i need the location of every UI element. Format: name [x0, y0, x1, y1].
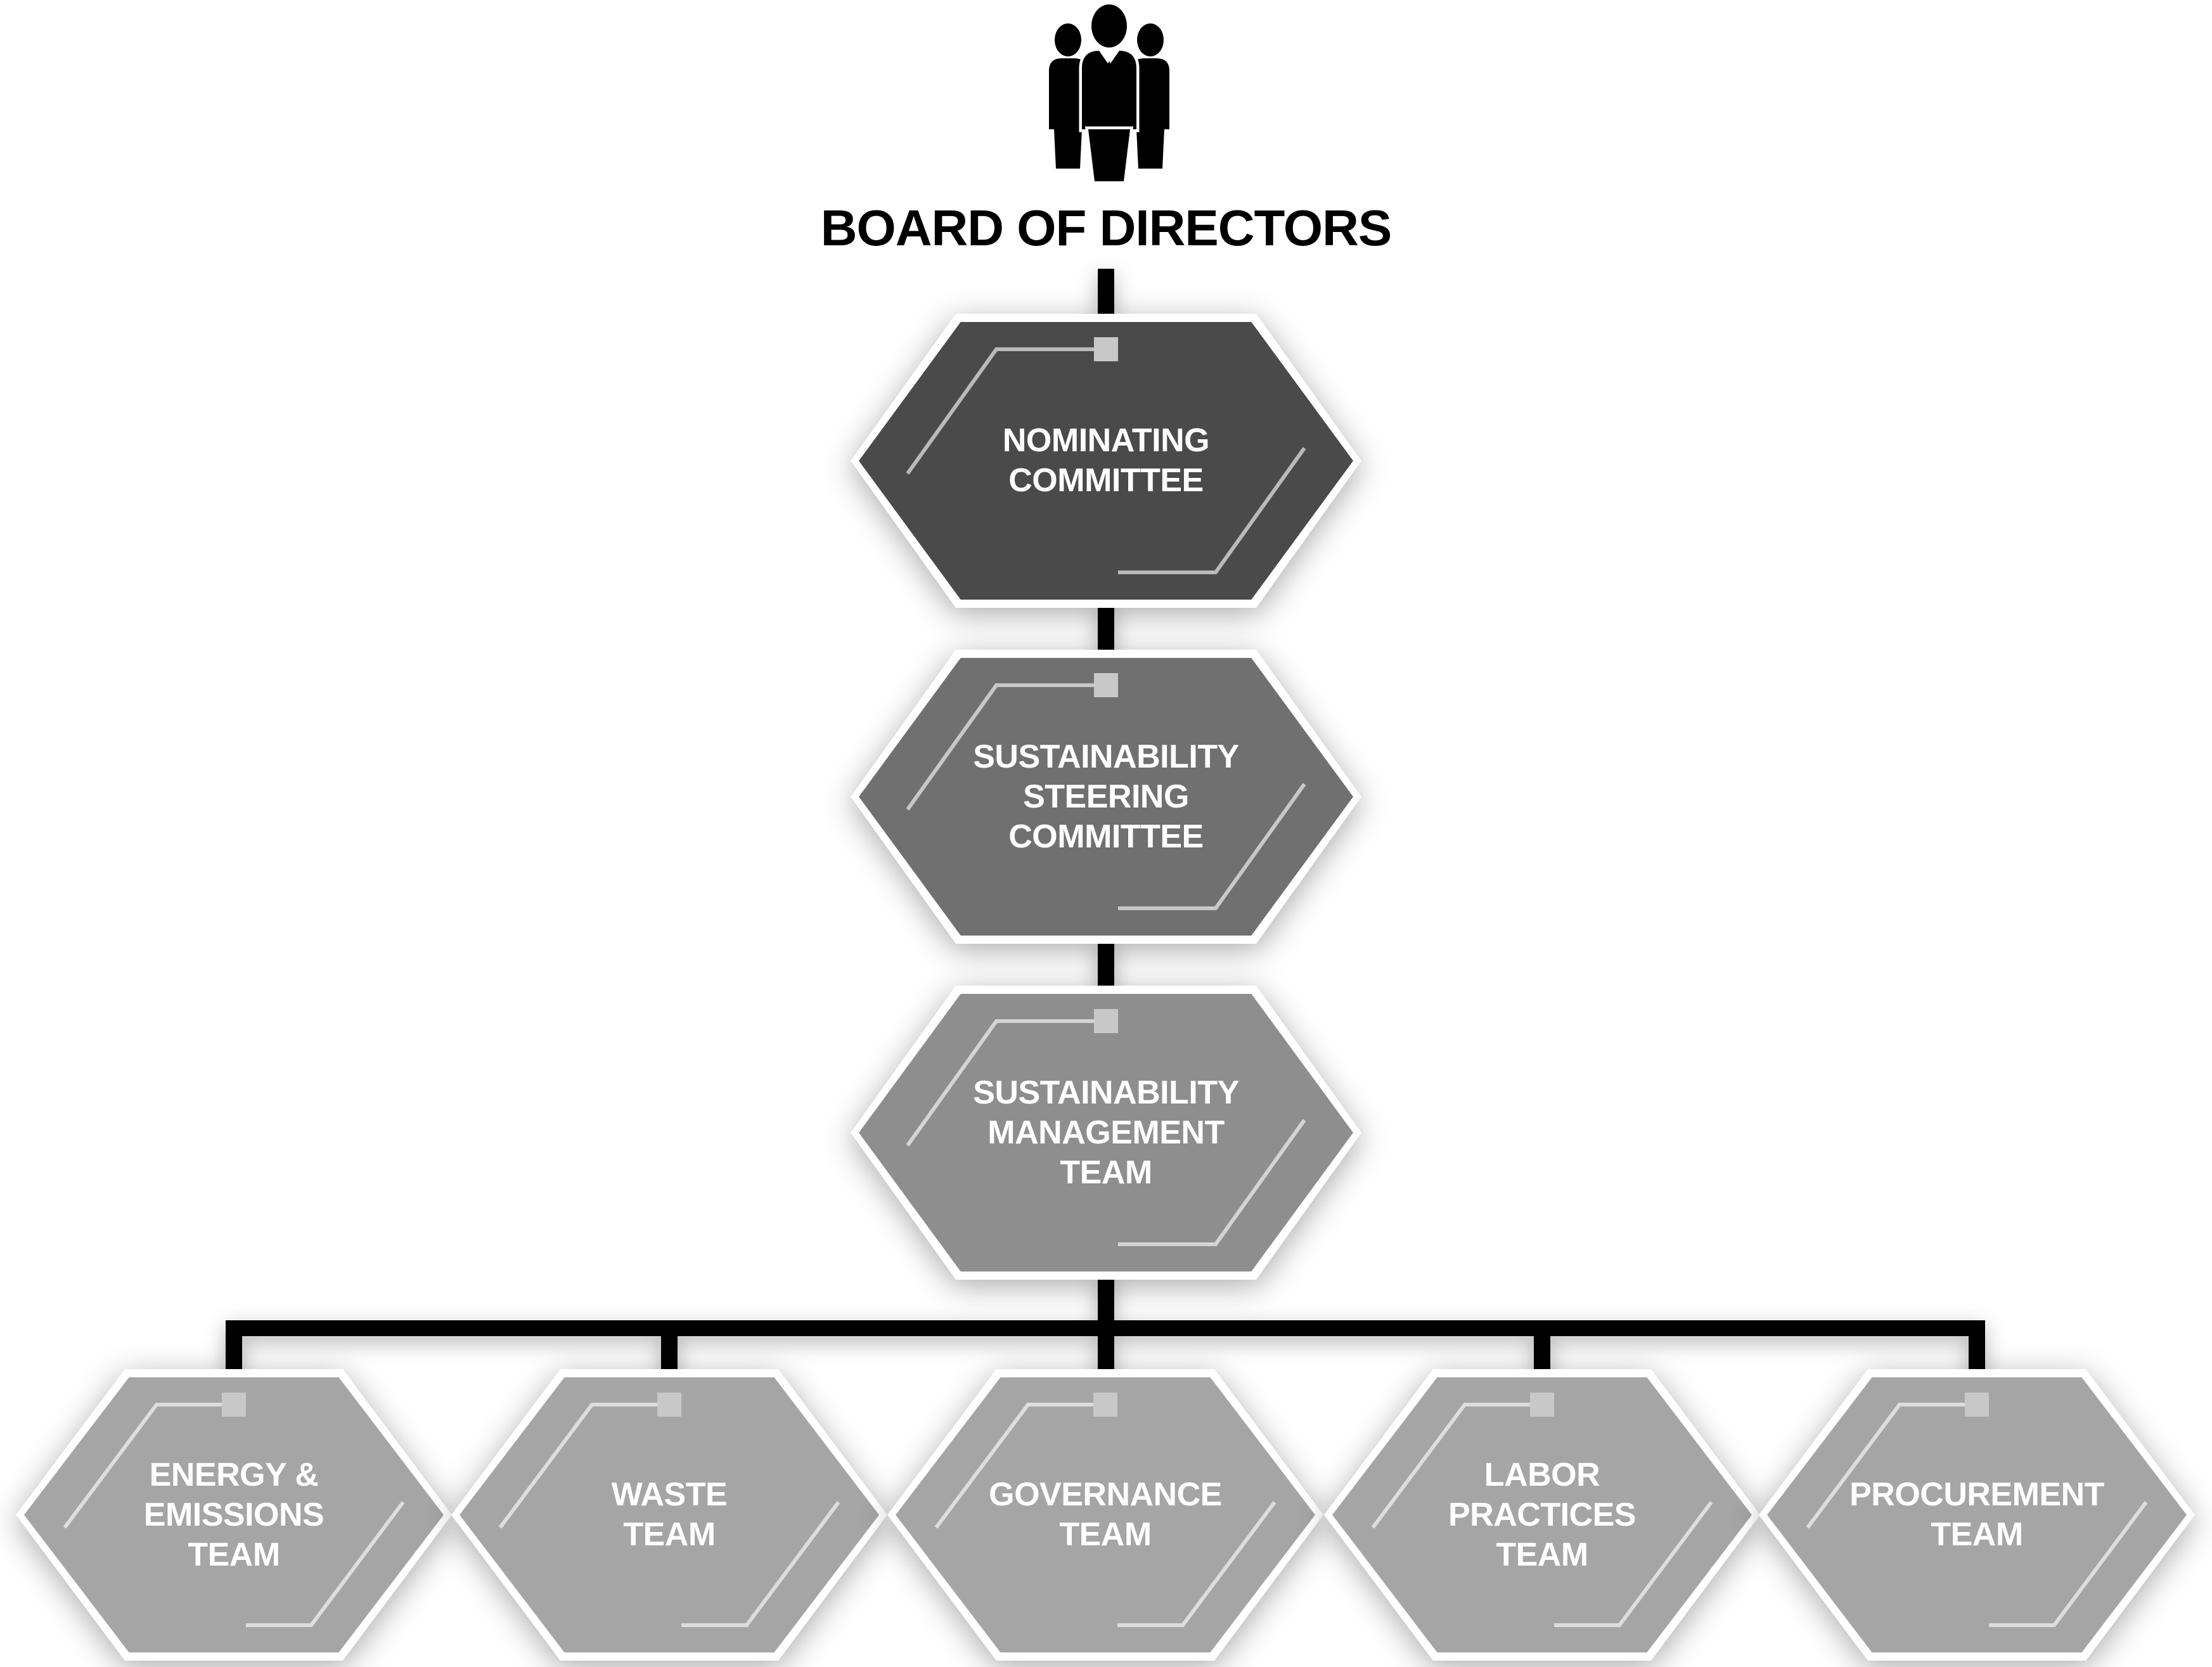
- accent-square: [1094, 1009, 1118, 1033]
- node-label: PROCUREMENT TEAM: [1849, 1476, 2104, 1553]
- node-label: SUSTAINABILITY STEERING COMMITTEE: [973, 738, 1239, 855]
- node-procurement-team: PROCUREMENT TEAM: [1759, 1369, 2195, 1661]
- accent-square: [1094, 337, 1118, 361]
- board-people-icon: [1049, 4, 1169, 183]
- node-label: GOVERNANCE TEAM: [989, 1476, 1222, 1553]
- node-label: NOMINATING COMMITTEE: [1002, 422, 1210, 499]
- hexagon-fill: [859, 658, 1353, 936]
- hexagon-accent-decal: [1806, 1393, 2148, 1627]
- hexagon-accent-decal: [906, 337, 1306, 574]
- node-waste-team: WASTE TEAM: [451, 1369, 887, 1661]
- connector-title-to-nominating: [1098, 269, 1114, 317]
- drop-labor-practices: [1534, 1325, 1550, 1375]
- node-label: SUSTAINABILITY MANAGEMENT TEAM: [973, 1074, 1239, 1191]
- accent-square: [222, 1393, 246, 1417]
- accent-square: [1093, 1393, 1117, 1417]
- drop-waste: [661, 1325, 678, 1375]
- drop-energy-emissions: [226, 1320, 242, 1375]
- node-label: WASTE TEAM: [611, 1476, 728, 1553]
- hexagon-accent-decal: [1371, 1393, 1713, 1627]
- hexagon-fill: [859, 322, 1353, 600]
- hexagon-fill: [859, 994, 1353, 1271]
- node-label: LABOR PRACTICES TEAM: [1448, 1456, 1636, 1573]
- accent-square: [657, 1393, 681, 1417]
- accent-square: [1530, 1393, 1554, 1417]
- node-labor-practices-team: LABOR PRACTICES TEAM: [1324, 1369, 1760, 1661]
- drop-procurement: [1969, 1320, 1985, 1375]
- connector-horizontal-bar: [226, 1320, 1985, 1336]
- connector-nominating-to-steering: [1098, 602, 1114, 656]
- node-sustainability-steering-committee: SUSTAINABILITY STEERING COMMITTEE: [851, 650, 1361, 944]
- node-energy-emissions-team: ENERGY & EMISSIONS TEAM: [16, 1369, 452, 1661]
- accent-square: [1965, 1393, 1989, 1417]
- hexagon-accent-decal: [498, 1393, 840, 1627]
- hexagon-accent-decal: [906, 1009, 1306, 1246]
- page-title: BOARD OF DIRECTORS: [820, 200, 1392, 256]
- node-governance-team: GOVERNANCE TEAM: [887, 1369, 1323, 1661]
- hexagon-accent-decal: [63, 1393, 405, 1627]
- node-label: ENERGY & EMISSIONS TEAM: [143, 1456, 325, 1573]
- hexagon-accent-decal: [906, 673, 1306, 910]
- accent-square: [1094, 673, 1118, 697]
- hexagon-accent-decal: [934, 1393, 1276, 1627]
- node-sustainability-management-team: SUSTAINABILITY MANAGEMENT TEAM: [851, 986, 1361, 1280]
- node-nominating-committee: NOMINATING COMMITTEE: [851, 314, 1361, 608]
- connector-steering-to-management: [1098, 938, 1114, 992]
